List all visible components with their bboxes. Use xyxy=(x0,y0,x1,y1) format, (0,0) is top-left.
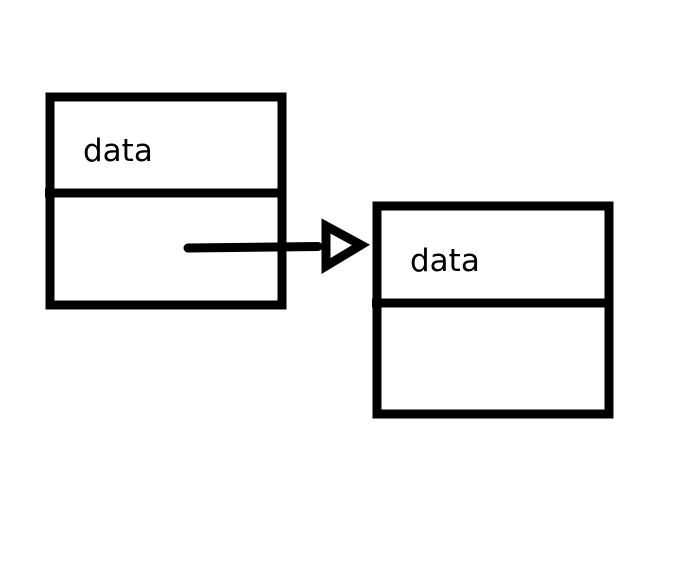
pointer-arrowhead-icon xyxy=(321,218,371,274)
node-1-data-label: data xyxy=(83,133,153,169)
pointer-arrow xyxy=(183,218,371,274)
node-1: data xyxy=(45,92,287,310)
pointer-arrow-shaft xyxy=(183,242,323,253)
node-1-box xyxy=(45,92,287,310)
node-2: data xyxy=(372,201,614,419)
node-2-box xyxy=(372,201,614,419)
node-2-data-label: data xyxy=(410,243,480,279)
